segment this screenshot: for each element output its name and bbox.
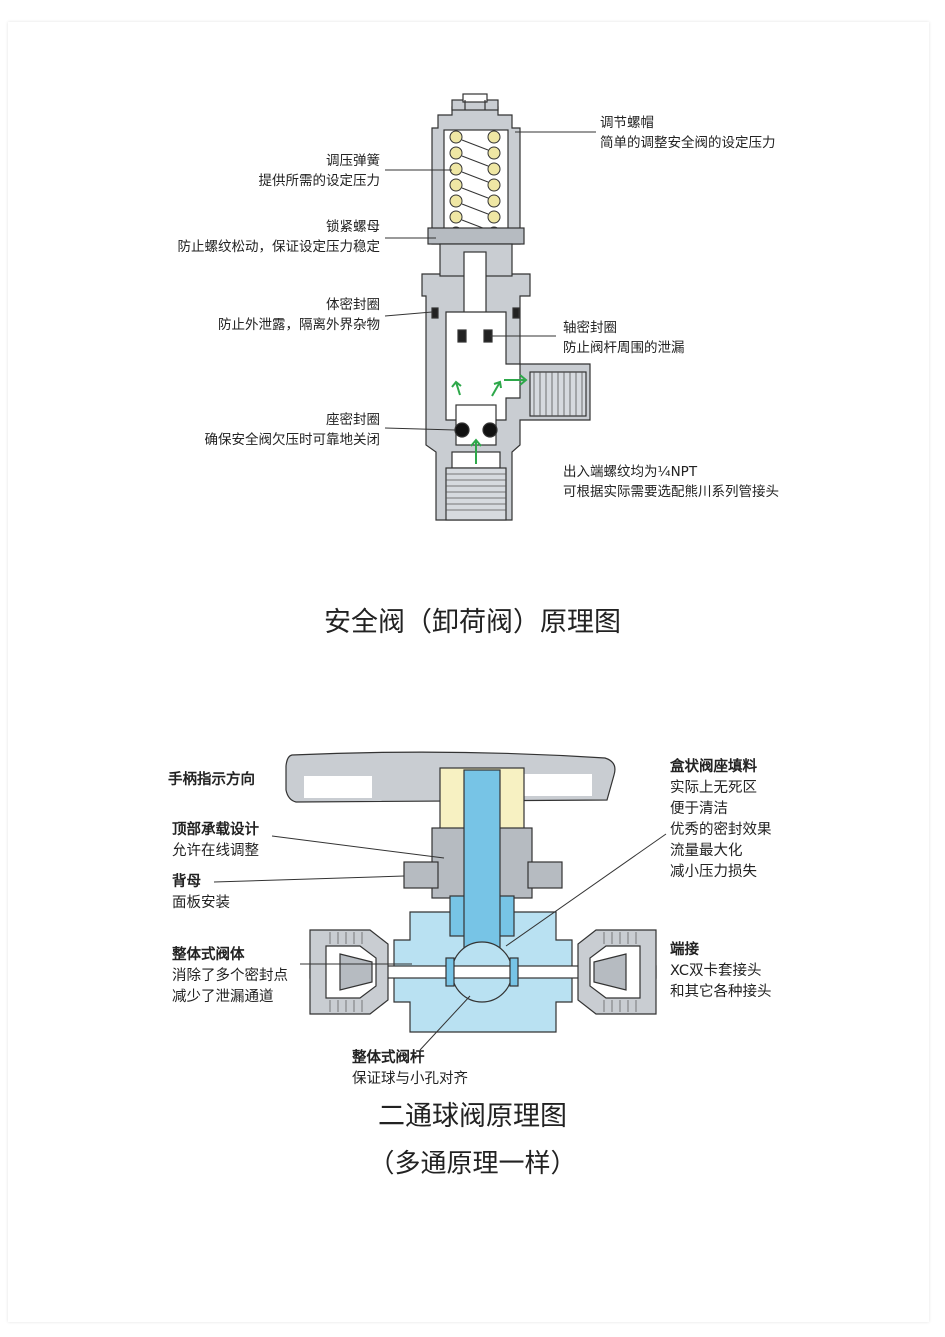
- label-spring: 调压弹簧 提供所需的设定压力: [259, 151, 381, 191]
- label-handle-title: 手柄指示方向: [168, 772, 255, 788]
- label-back-nut-title: 背母: [172, 874, 201, 890]
- label-top-load: 顶部承载设计 允许在线调整: [172, 820, 259, 862]
- ball-valve-caption: 二通球阀原理图: [378, 1101, 567, 1132]
- label-shaft-seal-desc: 防止阀杆周围的泄漏: [563, 340, 685, 356]
- label-body: 整体式阀体 消除了多个密封点 减少了泄漏通道: [172, 945, 288, 1008]
- label-packing-d4: 流量最大化: [670, 843, 743, 859]
- label-stem-desc: 保证球与小孔对齐: [352, 1071, 468, 1087]
- label-packing-d2: 便于清洁: [670, 801, 728, 817]
- label-body-seal-desc: 防止外泄露，隔离外界杂物: [218, 317, 380, 333]
- label-stem-title: 整体式阀杆: [352, 1050, 425, 1066]
- label-stem: 整体式阀杆 保证球与小孔对齐: [352, 1048, 468, 1090]
- label-handle: 手柄指示方向: [168, 770, 255, 791]
- label-packing: 盒状阀座填料 实际上无死区 便于清洁 优秀的密封效果 流量最大化 减小压力损失: [670, 757, 772, 883]
- safety-valve-diagram: [384, 93, 596, 521]
- label-spring-title: 调压弹簧: [326, 153, 380, 169]
- label-end: 端接 XC双卡套接头 和其它各种接头: [670, 940, 772, 1003]
- label-body-seal-title: 体密封圈: [326, 297, 380, 313]
- label-thread-title: 出入端螺纹均为¼NPT: [563, 464, 698, 480]
- label-end-title: 端接: [670, 942, 699, 958]
- label-end-d2: 和其它各种接头: [670, 984, 772, 1000]
- label-top-load-desc: 允许在线调整: [172, 843, 259, 859]
- label-packing-d5: 减小压力损失: [670, 864, 757, 880]
- label-cap-desc: 简单的调整安全阀的设定压力: [600, 135, 776, 151]
- label-cap: 调节螺帽 简单的调整安全阀的设定压力: [600, 113, 776, 153]
- label-body-title: 整体式阀体: [172, 947, 245, 963]
- label-packing-d1: 实际上无死区: [670, 780, 757, 796]
- label-thread: 出入端螺纹均为¼NPT 可根据实际需要选配熊川系列管接头: [563, 462, 779, 502]
- label-packing-d3: 优秀的密封效果: [670, 822, 772, 838]
- label-back-nut: 背母 面板安装: [172, 872, 230, 914]
- safety-valve-caption: 安全阀（卸荷阀）原理图: [324, 607, 621, 638]
- label-body-desc1: 消除了多个密封点: [172, 968, 288, 984]
- label-cap-title: 调节螺帽: [600, 115, 654, 131]
- label-top-load-title: 顶部承载设计: [172, 822, 259, 838]
- label-packing-title: 盒状阀座填料: [670, 759, 757, 775]
- label-thread-desc: 可根据实际需要选配熊川系列管接头: [563, 484, 779, 500]
- label-seat-seal-desc: 确保安全阀欠压时可靠地关闭: [204, 432, 381, 448]
- label-locknut: 锁紧螺母 防止螺纹松动，保证设定压力稳定: [178, 217, 381, 257]
- label-back-nut-desc: 面板安装: [172, 895, 230, 911]
- label-locknut-desc: 防止螺纹松动，保证设定压力稳定: [177, 239, 381, 255]
- label-seat-seal: 座密封圈 确保安全阀欠压时可靠地关闭: [205, 410, 381, 450]
- label-locknut-title: 锁紧螺母: [326, 219, 380, 235]
- label-body-desc2: 减少了泄漏通道: [172, 989, 274, 1005]
- label-seat-seal-title: 座密封圈: [326, 412, 380, 428]
- label-shaft-seal: 轴密封圈 防止阀杆周围的泄漏: [563, 318, 685, 358]
- label-body-seal: 体密封圈 防止外泄露，隔离外界杂物: [218, 295, 380, 335]
- label-spring-desc: 提供所需的设定压力: [258, 173, 381, 189]
- label-shaft-seal-title: 轴密封圈: [563, 320, 617, 336]
- label-end-d1: XC双卡套接头: [670, 963, 762, 979]
- ball-valve-subcaption: （多通原理一样）: [368, 1149, 577, 1179]
